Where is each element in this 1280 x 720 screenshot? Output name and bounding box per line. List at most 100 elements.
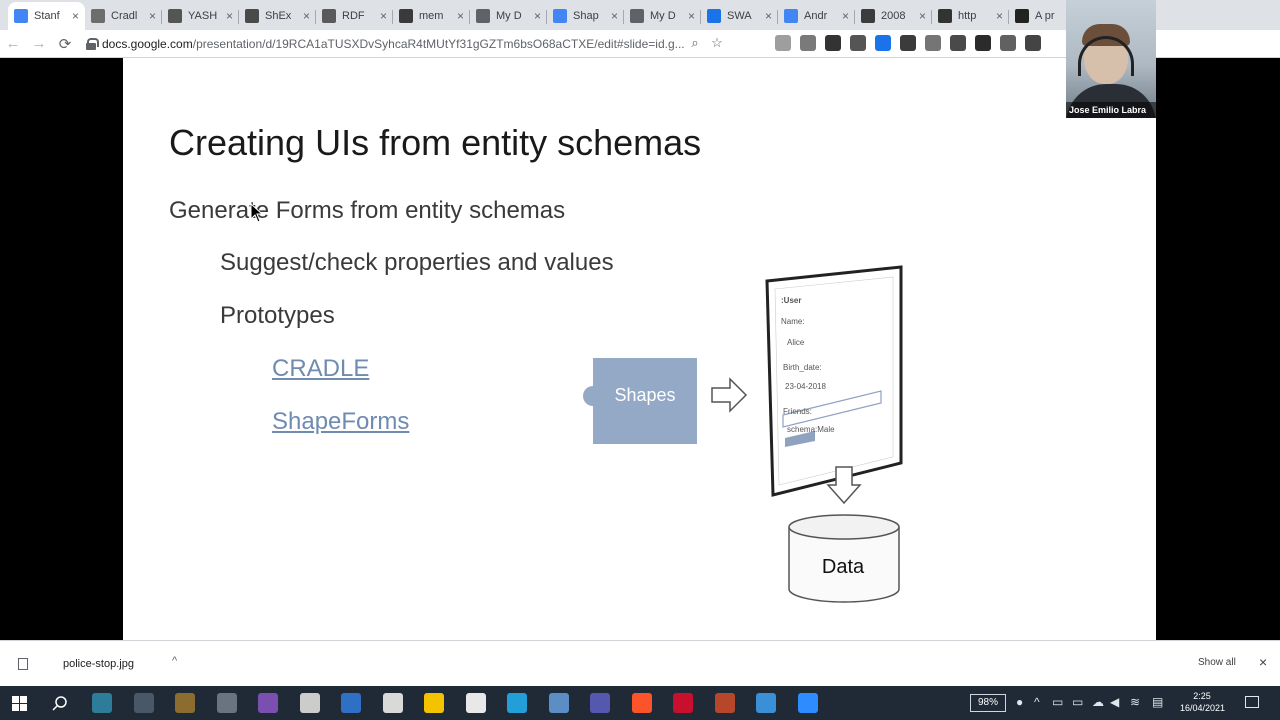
tab-close-icon[interactable]: × — [995, 9, 1003, 23]
clock-date: 16/04/2021 — [1180, 703, 1226, 713]
lock-icon[interactable] — [86, 37, 99, 50]
tab-close-icon[interactable]: × — [302, 9, 310, 23]
extension-icon[interactable] — [850, 35, 866, 51]
slide: Creating UIs from entity schemas Generat… — [123, 58, 1156, 640]
bullet-prototypes: Prototypes — [220, 302, 335, 329]
browser-tab[interactable]: YASH × — [162, 2, 239, 30]
volume-icon[interactable]: ◀ — [1110, 695, 1120, 709]
show-all-button[interactable]: Show all — [1198, 657, 1236, 668]
browser-tab[interactable]: Andr × — [778, 2, 855, 30]
tab-label: Andr — [804, 10, 828, 22]
tab-label: RDF — [342, 10, 365, 22]
arrow-down-icon — [826, 466, 862, 505]
tab-favicon-icon — [322, 9, 336, 23]
taskbar-app-icon[interactable] — [258, 693, 278, 713]
mouse-cursor-icon — [250, 203, 264, 223]
network-icon[interactable]: ▭ — [1052, 695, 1064, 709]
form-friends-label: Friends: — [783, 407, 812, 416]
tab-favicon-icon — [784, 9, 798, 23]
windows-start-icon[interactable] — [12, 696, 27, 711]
tab-close-icon[interactable]: × — [225, 9, 233, 23]
microphone-icon[interactable]: ● — [1016, 695, 1024, 709]
browser-tab[interactable]: SWA× — [701, 2, 778, 30]
cloud-icon[interactable]: ☁ — [1092, 695, 1104, 709]
taskbar-app-icon[interactable] — [341, 693, 361, 713]
tab-favicon-icon — [14, 9, 28, 23]
wifi-icon[interactable]: ≋ — [1130, 695, 1141, 709]
tab-close-icon[interactable]: × — [918, 9, 926, 23]
tray-chevron-up-icon[interactable]: ^ — [1034, 695, 1040, 709]
taskbar-app-icon[interactable] — [714, 693, 735, 713]
bookmark-star-icon[interactable]: ☆ — [711, 35, 723, 50]
link-shapeforms[interactable]: ShapeForms — [272, 408, 410, 435]
monitor-icon[interactable]: ▭ — [1072, 695, 1084, 709]
keyboard-icon[interactable]: ▤ — [1152, 695, 1164, 709]
taskbar-app-icon[interactable] — [299, 693, 320, 713]
browser-tab[interactable]: Shap× — [547, 2, 624, 30]
taskbar-app-icon[interactable] — [507, 693, 527, 713]
taskbar-app-icon[interactable] — [797, 693, 818, 713]
tab-close-icon[interactable]: × — [687, 9, 695, 23]
taskbar-app-icon[interactable] — [216, 693, 237, 713]
browser-tab[interactable]: My D× — [624, 2, 701, 30]
taskbar-app-icon[interactable] — [590, 693, 610, 713]
tab-favicon-icon — [1015, 9, 1029, 23]
taskbar-app-icon[interactable] — [175, 693, 195, 713]
tab-close-icon[interactable]: × — [841, 9, 849, 23]
extension-icon[interactable] — [775, 35, 791, 51]
browser-tab[interactable]: RDF × — [316, 2, 393, 30]
browser-tab[interactable]: My D× — [470, 2, 547, 30]
taskbar-app-icon[interactable] — [133, 693, 154, 713]
tab-close-icon[interactable]: × — [764, 9, 772, 23]
back-button[interactable]: ← — [5, 35, 21, 52]
extension-icon[interactable] — [900, 35, 916, 51]
tab-close-icon[interactable]: × — [533, 9, 541, 23]
reload-button[interactable]: ⟳ — [58, 35, 72, 53]
file-icon[interactable] — [18, 658, 28, 670]
taskbar-app-icon[interactable] — [424, 693, 444, 713]
browser-tab[interactable]: http × — [932, 2, 1009, 30]
zoom-battery-indicator[interactable]: 98% — [970, 694, 1006, 712]
taskbar-app-icon[interactable] — [673, 693, 693, 713]
tab-close-icon[interactable]: × — [71, 9, 79, 23]
address-bar[interactable]: docs.google.com/presentation/d/19RCA1aTU… — [102, 37, 685, 51]
browser-tab[interactable]: Cradl× — [85, 2, 162, 30]
tab-close-icon[interactable]: × — [379, 9, 387, 23]
tab-label: YASH — [188, 10, 218, 22]
clock-time: 2:25 — [1193, 691, 1211, 701]
taskbar-app-icon[interactable] — [631, 693, 652, 713]
download-file-name[interactable]: police-stop.jpg — [63, 658, 134, 670]
link-cradle[interactable]: CRADLE — [272, 355, 370, 382]
tab-close-icon[interactable]: × — [456, 9, 464, 23]
browser-tab[interactable]: Stanf× — [8, 2, 85, 30]
forward-button[interactable]: → — [31, 35, 47, 52]
tab-label: http — [958, 10, 977, 22]
taskbar-app-icon[interactable] — [548, 693, 569, 713]
taskbar-app-icon[interactable] — [92, 693, 112, 713]
tab-favicon-icon — [245, 9, 259, 23]
zoom-icon[interactable]: ⌕ — [691, 35, 699, 50]
extension-icon[interactable] — [825, 35, 841, 51]
close-download-bar-button[interactable]: × — [1259, 654, 1268, 670]
taskbar-app-icon[interactable] — [465, 693, 486, 713]
tab-favicon-icon — [553, 9, 567, 23]
extension-icon[interactable] — [975, 35, 991, 51]
extension-icon[interactable] — [925, 35, 941, 51]
taskbar-app-icon[interactable] — [382, 693, 403, 713]
system-clock[interactable]: 2:25 16/04/2021 — [1180, 690, 1226, 714]
tab-close-icon[interactable]: × — [610, 9, 618, 23]
taskbar-app-icon[interactable] — [756, 693, 776, 713]
extension-icon[interactable] — [1025, 35, 1041, 51]
download-options-chevron-icon[interactable]: ^ — [172, 655, 178, 667]
extension-icon[interactable] — [1000, 35, 1016, 51]
tab-close-icon[interactable]: × — [148, 9, 156, 23]
extension-icon[interactable] — [800, 35, 816, 51]
extension-icon[interactable] — [875, 35, 891, 51]
extension-icon[interactable] — [950, 35, 966, 51]
browser-tab[interactable]: mem× — [393, 2, 470, 30]
notification-icon[interactable] — [1245, 696, 1259, 708]
browser-tab[interactable]: ShEx× — [239, 2, 316, 30]
browser-tab[interactable]: 2008× — [855, 2, 932, 30]
data-label: Data — [821, 556, 865, 578]
search-icon[interactable] — [52, 695, 68, 711]
